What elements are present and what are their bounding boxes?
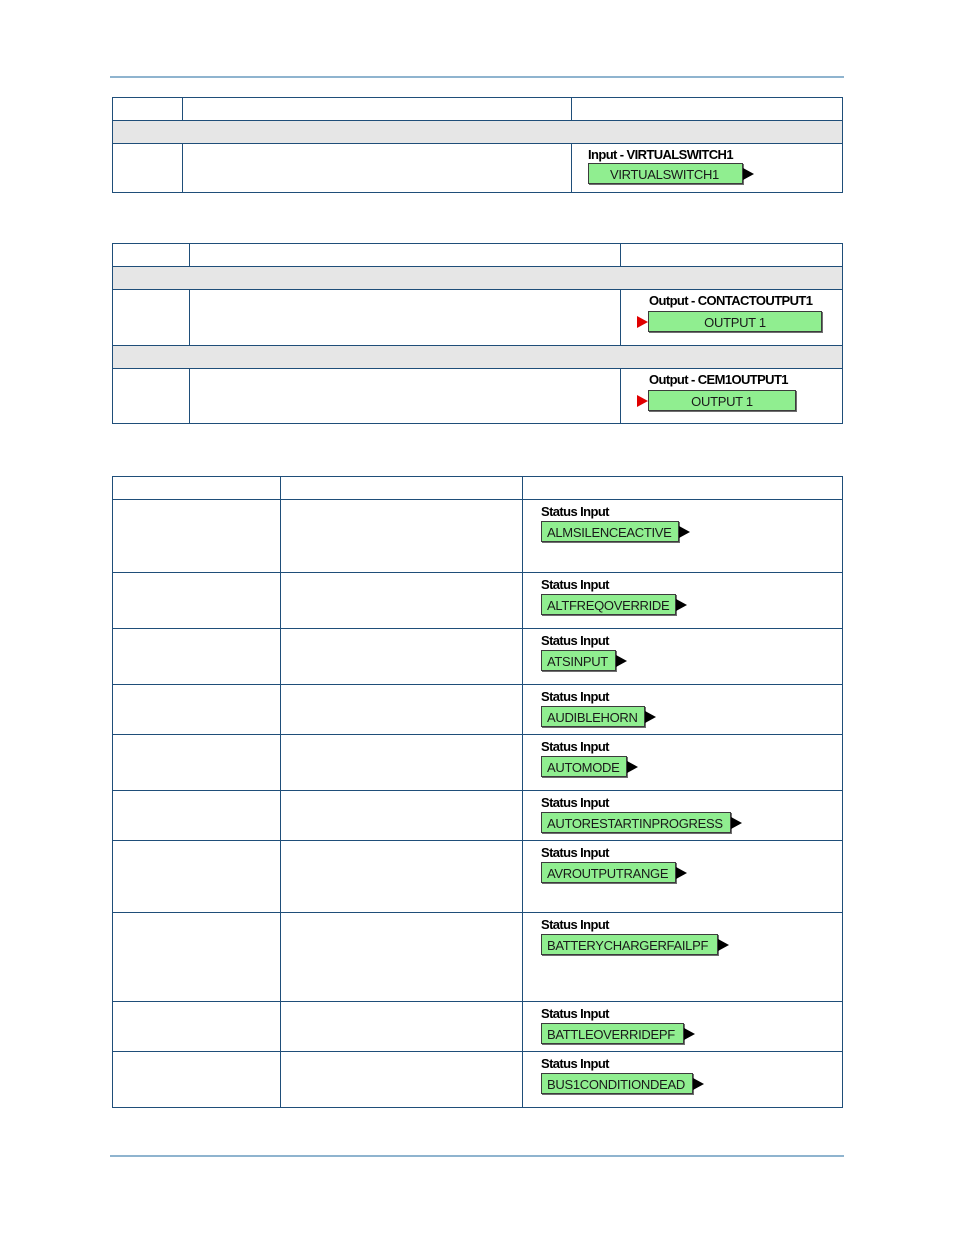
block-label: ALMSILENCEACTIVE <box>541 521 679 542</box>
block-title: Status Input <box>541 577 610 592</box>
table-row: Status Input BATTERYCHARGERFAILPF <box>112 912 843 1002</box>
section-row <box>112 345 843 369</box>
status-input-block: Status Input AUTOMODE <box>523 735 842 777</box>
block-title: Status Input <box>541 739 610 754</box>
table-header-row <box>112 476 843 500</box>
status-input-block: Status Input AVROUTPUTRANGE <box>523 841 842 883</box>
block-label: OUTPUT 1 <box>648 311 822 332</box>
block-label: AUTOMODE <box>541 756 627 777</box>
block-title: Input - VIRTUALSWITCH1 <box>588 147 734 162</box>
cemoutput-block: Output - CEM1OUTPUT1 OUTPUT 1 <box>621 369 842 411</box>
output-arrow-icon <box>676 598 687 611</box>
footer-rule <box>110 1155 844 1157</box>
output-table: Output - CONTACTOUTPUT1 OUTPUT 1 Output … <box>112 243 843 424</box>
table-row: Status Input AVROUTPUTRANGE <box>112 840 843 913</box>
table-row: Status Input BUS1CONDITIONDEAD <box>112 1051 843 1108</box>
output-arrow-icon <box>731 816 742 829</box>
table-row: Status Input AUTOMODE <box>112 734 843 791</box>
status-input-block: Status Input BATTLEOVERRIDEPF <box>523 1002 842 1044</box>
status-input-block: Status Input BUS1CONDITIONDEAD <box>523 1052 842 1094</box>
block-label: VIRTUALSWITCH1 <box>588 163 743 184</box>
output-arrow-icon <box>679 525 690 538</box>
table-row: Output - CEM1OUTPUT1 OUTPUT 1 <box>112 368 843 424</box>
block-label: AUDIBLEHORN <box>541 706 645 727</box>
status-input-block: Status Input AUDIBLEHORN <box>523 685 842 727</box>
block-label: BUS1CONDITIONDEAD <box>541 1073 693 1094</box>
output-arrow-icon <box>684 1027 695 1040</box>
output-arrow-icon <box>743 167 754 180</box>
section-row <box>112 266 843 290</box>
output-arrow-icon <box>676 866 687 879</box>
block-label: BATTLEOVERRIDEPF <box>541 1023 684 1044</box>
block-title: Status Input <box>541 795 610 810</box>
table-row: Status Input ALTFREQOVERRIDE <box>112 572 843 629</box>
block-label: BATTERYCHARGERFAILPF <box>541 934 718 955</box>
virtualswitch-block: Input - VIRTUALSWITCH1 VIRTUALSWITCH1 <box>572 144 842 184</box>
block-label: ATSINPUT <box>541 650 616 671</box>
input-arrow-icon <box>637 315 648 328</box>
output-arrow-icon <box>616 654 627 667</box>
output-arrow-icon <box>645 710 656 723</box>
block-title: Status Input <box>541 845 610 860</box>
block-title: Status Input <box>541 633 610 648</box>
block-title: Status Input <box>541 1006 610 1021</box>
status-input-block: Status Input AUTORESTARTINPROGRESS <box>523 791 842 833</box>
header-rule <box>110 76 844 78</box>
block-title: Output - CONTACTOUTPUT1 <box>649 293 813 308</box>
block-label: OUTPUT 1 <box>648 390 796 411</box>
block-label: AUTORESTARTINPROGRESS <box>541 812 731 833</box>
status-input-block: Status Input ALTFREQOVERRIDE <box>523 573 842 615</box>
block-title: Status Input <box>541 917 610 932</box>
table-header-row <box>112 97 843 121</box>
block-title: Output - CEM1OUTPUT1 <box>649 372 789 387</box>
table-row: Status Input ATSINPUT <box>112 628 843 685</box>
output-arrow-icon <box>693 1077 704 1090</box>
table-row: Input - VIRTUALSWITCH1 VIRTUALSWITCH1 <box>112 143 843 193</box>
table-row: Output - CONTACTOUTPUT1 OUTPUT 1 <box>112 289 843 346</box>
output-arrow-icon <box>718 938 729 951</box>
input-arrow-icon <box>637 394 648 407</box>
output-arrow-icon <box>627 760 638 773</box>
block-label: ALTFREQOVERRIDE <box>541 594 676 615</box>
block-label: AVROUTPUTRANGE <box>541 862 676 883</box>
block-title: Status Input <box>541 1056 610 1071</box>
status-input-block: Status Input BATTERYCHARGERFAILPF <box>523 913 842 955</box>
table-header-row <box>112 243 843 267</box>
status-input-block: Status Input ALMSILENCEACTIVE <box>523 500 842 542</box>
block-title: Status Input <box>541 504 610 519</box>
block-title: Status Input <box>541 689 610 704</box>
table-row: Status Input BATTLEOVERRIDEPF <box>112 1001 843 1052</box>
status-input-table: Status Input ALMSILENCEACTIVE Status Inp… <box>112 476 843 1108</box>
contactoutput-block: Output - CONTACTOUTPUT1 OUTPUT 1 <box>621 290 842 332</box>
table-row: Status Input AUDIBLEHORN <box>112 684 843 735</box>
table-row: Status Input AUTORESTARTINPROGRESS <box>112 790 843 841</box>
section-row <box>112 120 843 144</box>
table-row: Status Input ALMSILENCEACTIVE <box>112 499 843 573</box>
virtual-input-table: Input - VIRTUALSWITCH1 VIRTUALSWITCH1 <box>112 97 843 193</box>
status-input-block: Status Input ATSINPUT <box>523 629 842 671</box>
